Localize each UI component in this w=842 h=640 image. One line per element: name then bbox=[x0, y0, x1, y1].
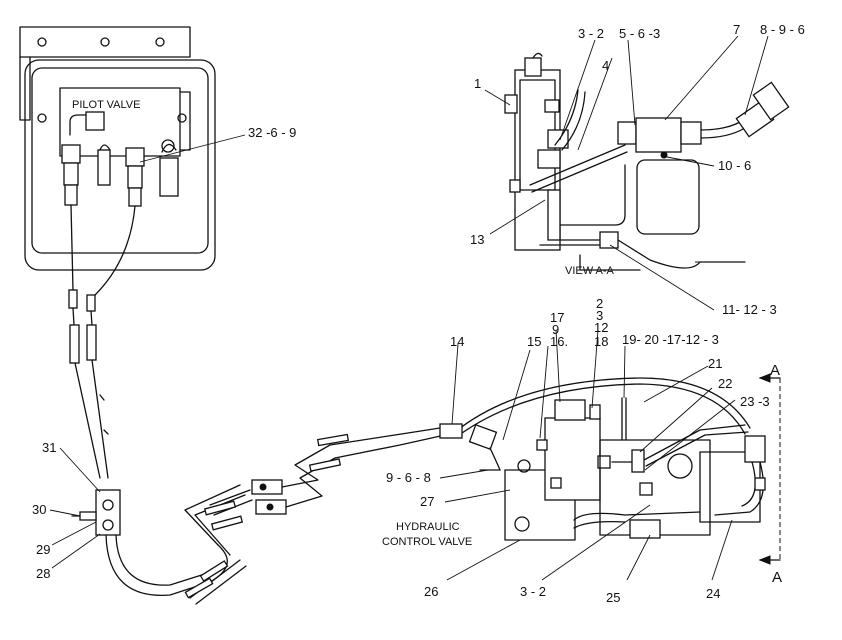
zigzag-hoses bbox=[184, 427, 446, 599]
callout-13: 13 bbox=[470, 232, 484, 247]
text-labels: PILOT VALVE VIEW A-A HYDRAULIC CONTROL V… bbox=[72, 99, 782, 586]
callout-17: 17 bbox=[550, 310, 564, 325]
callout-7: 7 bbox=[733, 22, 740, 37]
hydraulic-control-valve-assembly bbox=[439, 377, 766, 541]
callout-21: 21 bbox=[708, 356, 722, 371]
callout-16: 16. bbox=[550, 334, 568, 349]
section-a-bottom: A bbox=[772, 569, 782, 586]
callout-32-6-9: 32 -6 - 9 bbox=[248, 125, 296, 140]
view-aa-assembly bbox=[504, 52, 790, 271]
left-manifold bbox=[71, 489, 247, 605]
callout-29: 29 bbox=[36, 542, 50, 557]
callout-11-12-3: 11- 12 - 3 bbox=[722, 302, 777, 317]
callout-3-2-top: 3 - 2 bbox=[578, 26, 604, 41]
view-aa-label: VIEW A-A bbox=[565, 265, 615, 277]
section-a-top: A bbox=[770, 362, 780, 379]
callout-8-9-6: 8 - 9 - 6 bbox=[760, 22, 805, 37]
section-arrows bbox=[758, 373, 781, 565]
callout-19-20-17-12-3: 19- 20 -17-12 - 3 bbox=[622, 332, 719, 347]
callout-22: 22 bbox=[718, 376, 732, 391]
pilot-lines bbox=[68, 204, 136, 479]
callout-9-6-8: 9 - 6 - 8 bbox=[386, 470, 431, 485]
pilot-valve-label: PILOT VALVE bbox=[72, 99, 140, 111]
callout-14: 14 bbox=[450, 334, 464, 349]
callout-3-2-bottom: 3 - 2 bbox=[520, 584, 546, 599]
leader-lines bbox=[49, 35, 769, 581]
callout-2: 2 bbox=[596, 296, 603, 311]
callout-24: 24 bbox=[706, 586, 720, 601]
callout-15: 15 bbox=[527, 334, 541, 349]
pilot-valve-assembly bbox=[19, 26, 216, 271]
callout-4: 4 bbox=[602, 58, 609, 73]
callout-3: 3 bbox=[596, 308, 603, 323]
callout-10-6: 10 - 6 bbox=[718, 158, 751, 173]
callout-25: 25 bbox=[606, 590, 620, 605]
callouts: 1 3 - 2 5 - 6 -3 7 8 - 9 - 6 4 32 -6 - 9… bbox=[32, 22, 805, 605]
control-valve-label-1: HYDRAULIC bbox=[396, 521, 460, 533]
callout-31: 31 bbox=[42, 440, 56, 455]
callout-9: 9 bbox=[552, 322, 559, 337]
callout-18: 18 bbox=[594, 334, 608, 349]
callout-1: 1 bbox=[474, 76, 481, 91]
callout-12: 12 bbox=[594, 320, 608, 335]
callout-30: 30 bbox=[32, 502, 46, 517]
callout-26: 26 bbox=[424, 584, 438, 599]
callout-27: 27 bbox=[420, 494, 434, 509]
control-valve-label-2: CONTROL VALVE bbox=[382, 536, 472, 548]
callout-23-3: 23 -3 bbox=[740, 394, 770, 409]
callout-5-6-3: 5 - 6 -3 bbox=[619, 26, 660, 41]
callout-28: 28 bbox=[36, 566, 50, 581]
